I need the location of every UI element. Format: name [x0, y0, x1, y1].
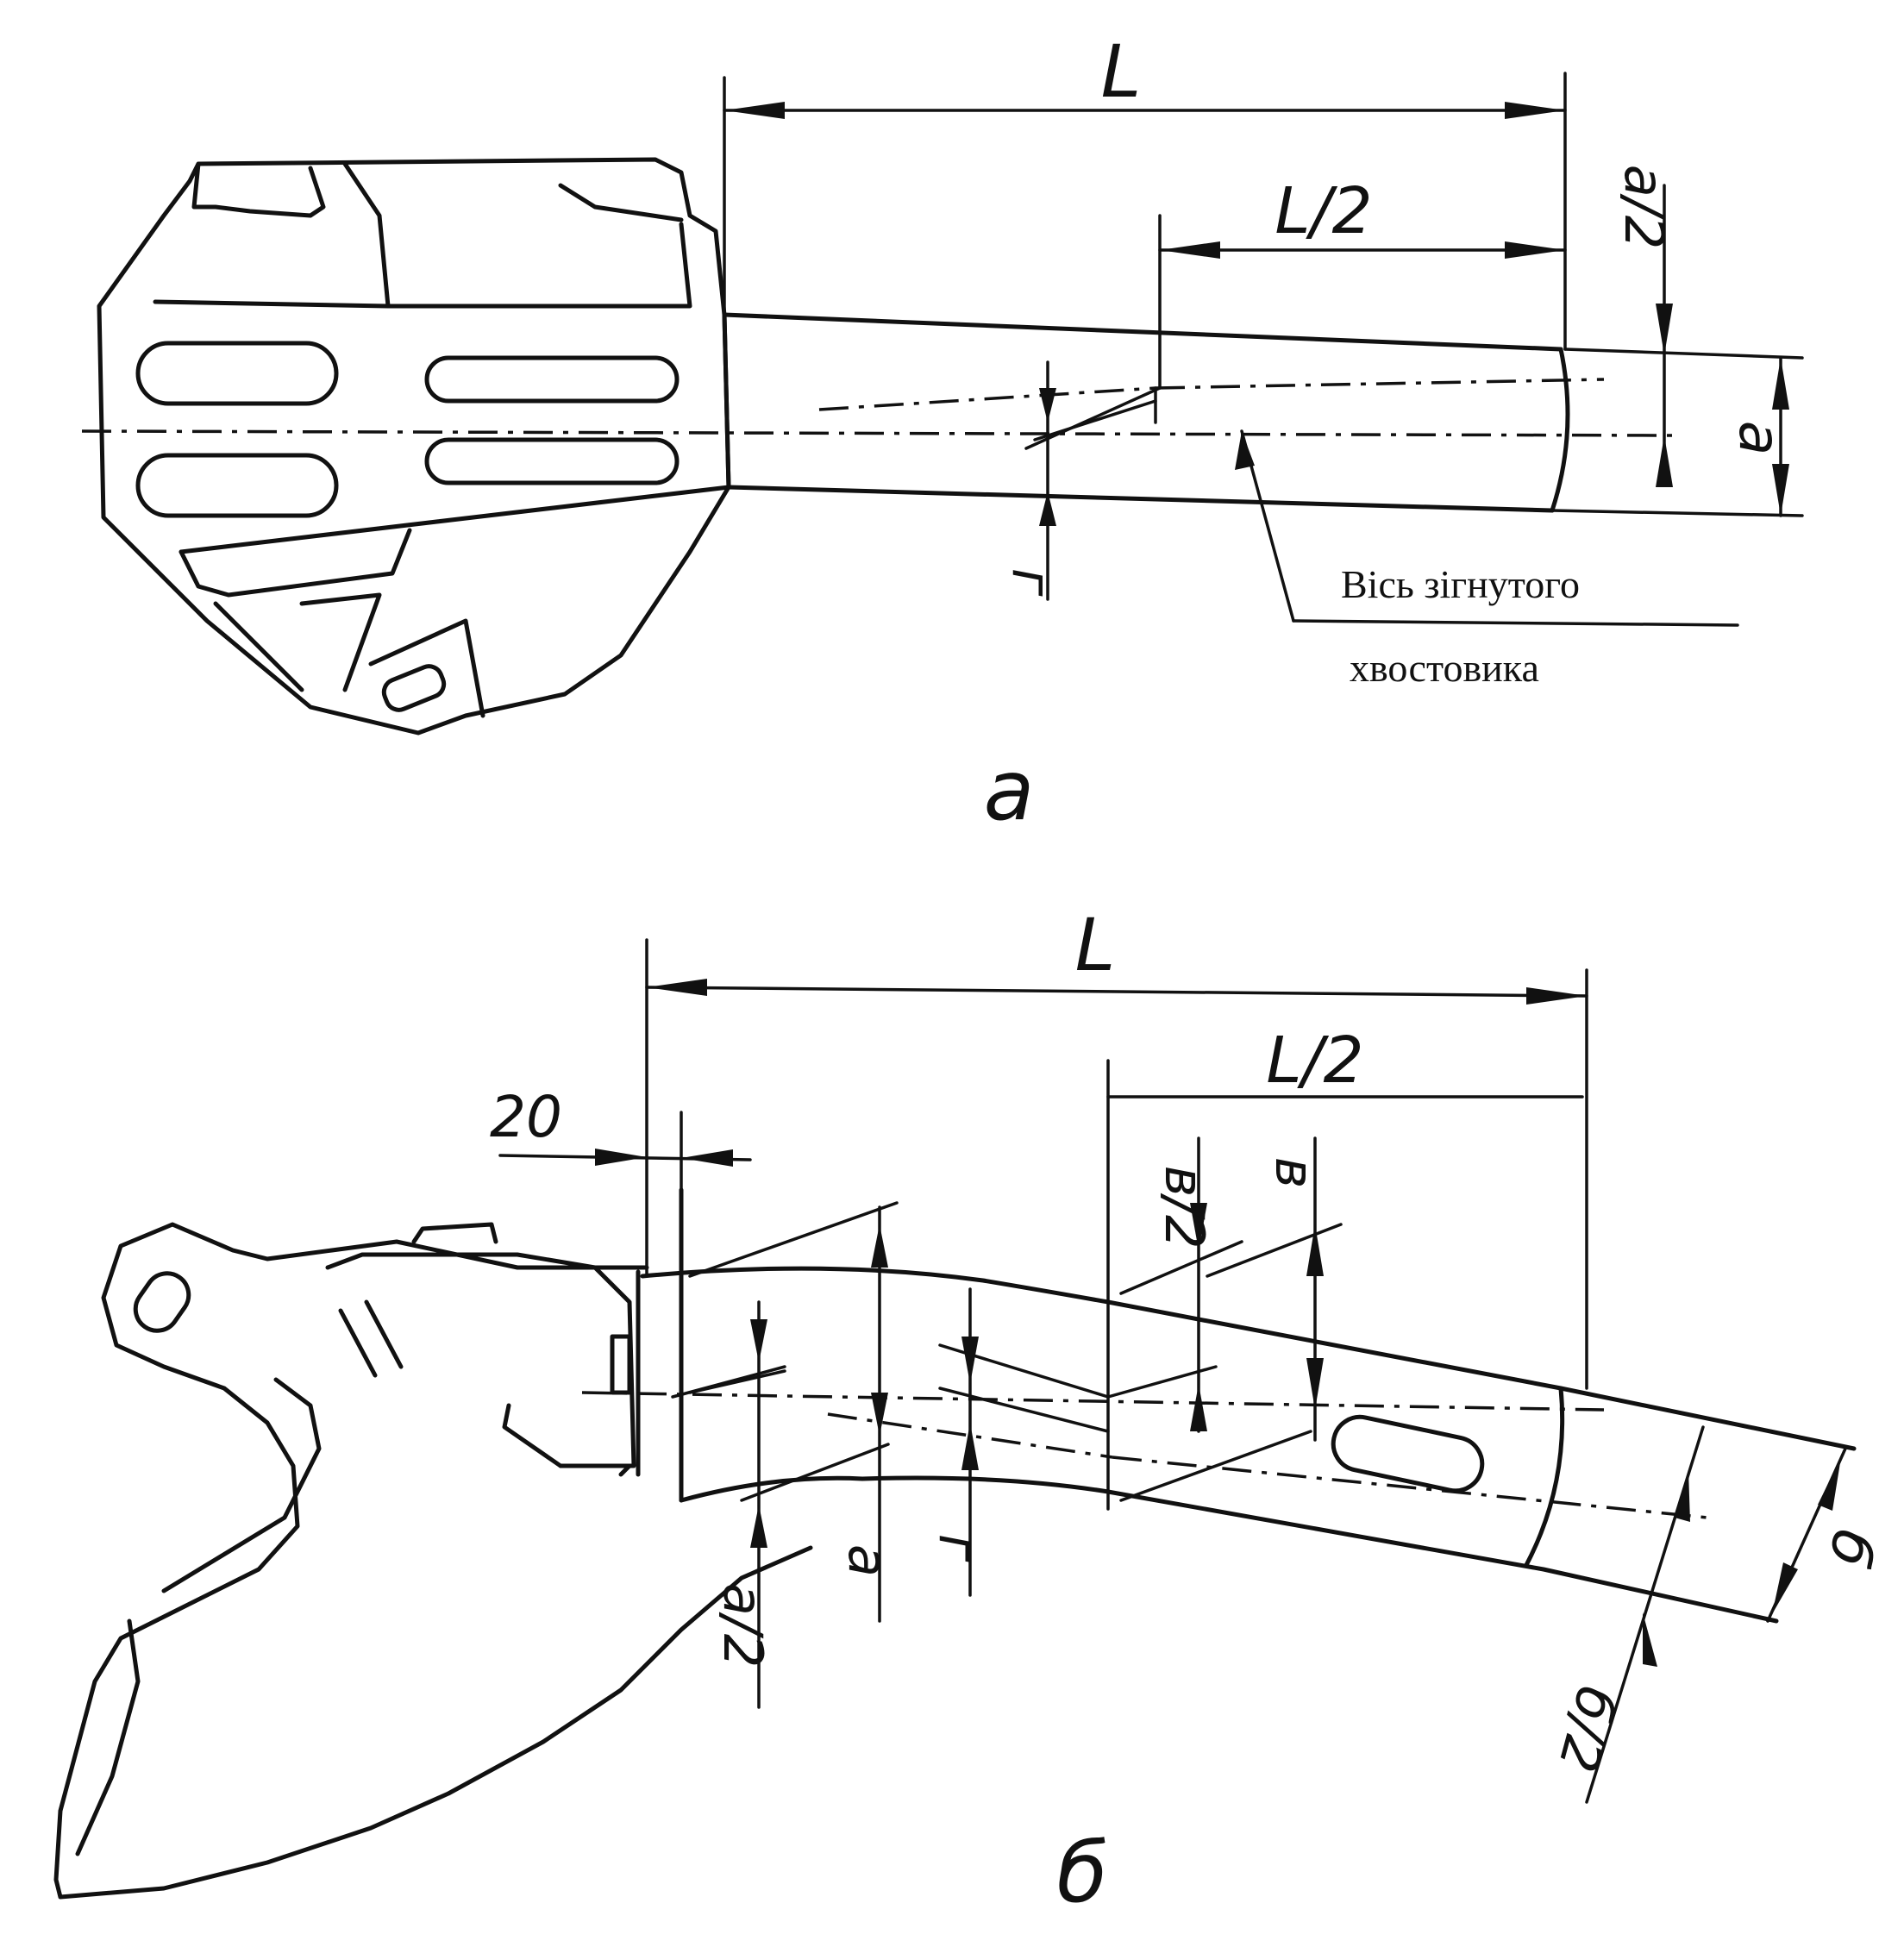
axis-label-line1: Вісь зігнутого	[1341, 562, 1580, 606]
dim-g-a: г	[1000, 568, 1063, 597]
shank-a	[722, 312, 1563, 513]
dim-a-a: а	[1726, 421, 1793, 455]
slot-2	[135, 453, 339, 518]
dim-a-half-a: а/2	[1613, 165, 1675, 249]
caption-a: а	[984, 742, 1035, 839]
dim-b-half: б/2	[1546, 1681, 1629, 1779]
axis-label-line2: хвостовика	[1350, 646, 1539, 690]
slot-3	[424, 355, 680, 404]
dim-v: в	[1263, 1157, 1326, 1189]
slot-b	[1331, 1414, 1485, 1493]
dim-L-half-a: L/2	[1275, 174, 1372, 248]
slot-1	[135, 341, 339, 406]
dim-a-half-b: а/2	[711, 1583, 774, 1668]
dim-g-b: г	[927, 1534, 990, 1562]
dim-a-b: а	[836, 1544, 899, 1577]
figure-a: L L/2 а а/2 г Вісь зігнутого хвостовика …	[81, 29, 1804, 839]
coupler-body-b	[53, 1222, 813, 1900]
dim-b: б	[1814, 1523, 1888, 1574]
shank-b-top	[640, 1266, 1857, 1451]
slot-4	[424, 437, 680, 485]
dim-L-half-b: L/2	[1266, 1024, 1363, 1098]
figure-b: L L/2 20 в/2 в а а/2	[53, 903, 1888, 1921]
dim-L-b: L	[1075, 903, 1116, 987]
dim-v-half: в/2	[1153, 1166, 1216, 1249]
dim-20: 20	[490, 1084, 562, 1150]
caption-b: б	[1056, 1825, 1107, 1921]
coupler-head-a	[97, 157, 731, 736]
dim-L-a: L	[1101, 29, 1142, 114]
